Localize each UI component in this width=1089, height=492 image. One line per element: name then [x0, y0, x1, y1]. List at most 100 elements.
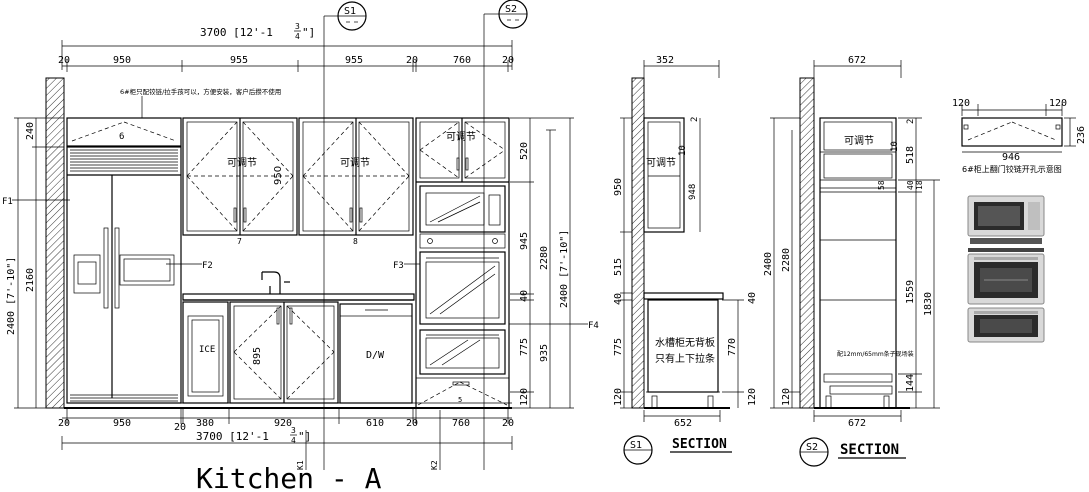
cabinet-label-6: 6 [119, 132, 124, 142]
s1-right-dim-948: 948 [688, 184, 698, 200]
s1-mark: S1 [630, 440, 642, 451]
top-note: 6#柜只配铰链/拉手孩可以，方便安装，客户后攒不使用 [120, 87, 281, 96]
right-dim-520: 520 [519, 142, 530, 160]
fridge-grille [70, 149, 178, 172]
section-mark-s1: S1 [344, 6, 356, 17]
cabinet-label-7: 7 [237, 237, 242, 246]
overall-dim-bottom-frac-den: 4 [291, 436, 296, 445]
tag-5: 5 [458, 396, 462, 404]
overall-dim-top-frac-den: 4 [295, 32, 300, 41]
tag-f3: F3 [393, 261, 420, 271]
left-dim-2400: 2400 [7'-10"] [6, 257, 17, 335]
left-dim-240: 240 [25, 122, 36, 140]
s2-right-dim-518: 518 [905, 146, 916, 164]
oven-appliance-image [964, 192, 1048, 346]
sink-cabinet-height: 895 [252, 347, 263, 365]
sink-cabinet: 895 [229, 301, 339, 404]
bottom-dim-7: 760 [452, 418, 470, 429]
overall-dim-top-close: "] [302, 26, 315, 39]
ice-label: ICE [199, 345, 215, 355]
tower-adjustable: 可调节 [446, 131, 476, 143]
s2-bottom-note: 配12mm/65mm条子现场装 [837, 350, 914, 358]
right-dim-2400: 2400 [7'-10"] [559, 230, 570, 308]
s1-bottom-dim: 652 [674, 418, 692, 429]
section-mark-s2: S2 [505, 4, 517, 15]
cabinet-7-height: 950 [273, 166, 284, 185]
top-dim-1: 950 [113, 55, 131, 66]
top-dim-6: 20 [502, 55, 514, 66]
s2-small-dim-58: 58 [877, 180, 886, 190]
right-dim-2280: 2280 [539, 246, 550, 270]
tag-f2: F2 [166, 261, 213, 271]
s1-right-dim-2: 2 [690, 117, 700, 122]
s1-left-dim-120: 120 [613, 388, 624, 406]
s2-mark: S2 [806, 442, 818, 453]
left-dim-2160: 2160 [25, 268, 36, 292]
refrigerator [66, 146, 182, 404]
s2-left-dim-120: 120 [781, 388, 792, 406]
section-marker-s2-top: S2 [483, 0, 528, 470]
left-dimensions: 240 2160 2400 [7'-10"] [6, 117, 64, 409]
cabinet-8-adjustable: 可调节 [340, 157, 370, 169]
cabinet-6: 6 [66, 117, 182, 147]
faucet [261, 271, 290, 294]
oven-tower: 可调节 5 [415, 117, 510, 409]
tag-f1-text: F1 [2, 197, 13, 207]
bottom-dim-0: 20 [58, 418, 70, 429]
right-dim-945: 945 [519, 232, 530, 250]
bottom-dim-3: 380 [196, 418, 214, 429]
top-dim-2: 955 [230, 55, 248, 66]
top-chain-dimension: 20 950 955 955 20 760 20 [58, 55, 514, 72]
hinge-dim-right: 120 [1049, 98, 1067, 109]
s2-right-dim-144: 144 [905, 374, 916, 392]
hinge-dim-left: 120 [952, 98, 970, 109]
s2-right-dim-10: 10 [890, 141, 900, 152]
overall-dim-bottom-close: "] [298, 430, 311, 443]
left-wall-hatch [45, 77, 65, 409]
tag-f4: F4 [509, 321, 599, 331]
overall-dimension-bottom: 3700 [12'-1 3 4 "] [61, 426, 513, 450]
ice-cabinet: ICE [182, 301, 229, 404]
dishwasher-label: D/W [366, 350, 385, 361]
s1-left-dim-775: 775 [613, 338, 624, 356]
s2-right-dim-40: 40 [906, 180, 915, 190]
tag-k1: K1 [296, 460, 305, 470]
countertop [182, 293, 415, 301]
cabinet-8: 可调节 8 [298, 117, 414, 246]
section-marker-s1-top: S1 [323, 1, 367, 470]
s1-note-2: 只有上下拉条 [655, 352, 715, 365]
section-s1: 352 可调节 948 10 2 水槽柜无背板 只有上下拉条 950 515 4… [613, 55, 758, 465]
overall-dimension-top: 3700 [12'-1 3 4 "] [61, 22, 513, 70]
tag-k2: K2 [430, 460, 439, 470]
overall-dim-bottom-frac-num: 3 [291, 426, 296, 435]
s1-mid-dim-120: 120 [747, 388, 758, 406]
s2-adjustable: 可调节 [844, 135, 874, 147]
s1-mid-dim-770: 770 [727, 338, 738, 356]
bottom-chain-dimension: 20 950 20 380 920 610 20 760 20 [58, 408, 514, 433]
overall-dim-top-text: 3700 [12'-1 [200, 26, 273, 39]
top-dim-3: 955 [345, 55, 363, 66]
top-dim-0: 20 [58, 55, 70, 66]
tag-f2-text: F2 [202, 261, 213, 271]
s2-top-dim: 672 [848, 55, 866, 66]
tag-f3-text: F3 [393, 261, 404, 271]
s1-left-dim-515: 515 [613, 258, 624, 276]
tag-f4-text: F4 [588, 321, 599, 331]
cabinet-7: 可调节 950 7 [182, 117, 298, 246]
right-dim-775: 775 [519, 338, 530, 356]
s1-mid-dim-40: 40 [747, 292, 758, 304]
cabinet-7-adjustable: 可调节 [227, 157, 257, 169]
s1-note-1: 水槽柜无背板 [655, 336, 715, 349]
section-s2: 672 可调节 配12mm/65mm条子现场装 2400 2280 120 [763, 55, 940, 467]
s1-left-dim-950: 950 [613, 178, 624, 196]
right-dimensions: 520 945 40 775 120 935 2280 2400 [7'-10"… [510, 117, 574, 409]
s1-label: SECTION [672, 437, 727, 452]
cabinet-label-8: 8 [353, 237, 358, 246]
s2-left-dim-2280: 2280 [781, 248, 792, 272]
bottom-dim-6: 20 [406, 418, 418, 429]
overall-dim-top-frac-num: 3 [295, 22, 300, 31]
bottom-dim-4: 920 [274, 418, 292, 429]
s2-bottom-dim: 672 [848, 418, 866, 429]
